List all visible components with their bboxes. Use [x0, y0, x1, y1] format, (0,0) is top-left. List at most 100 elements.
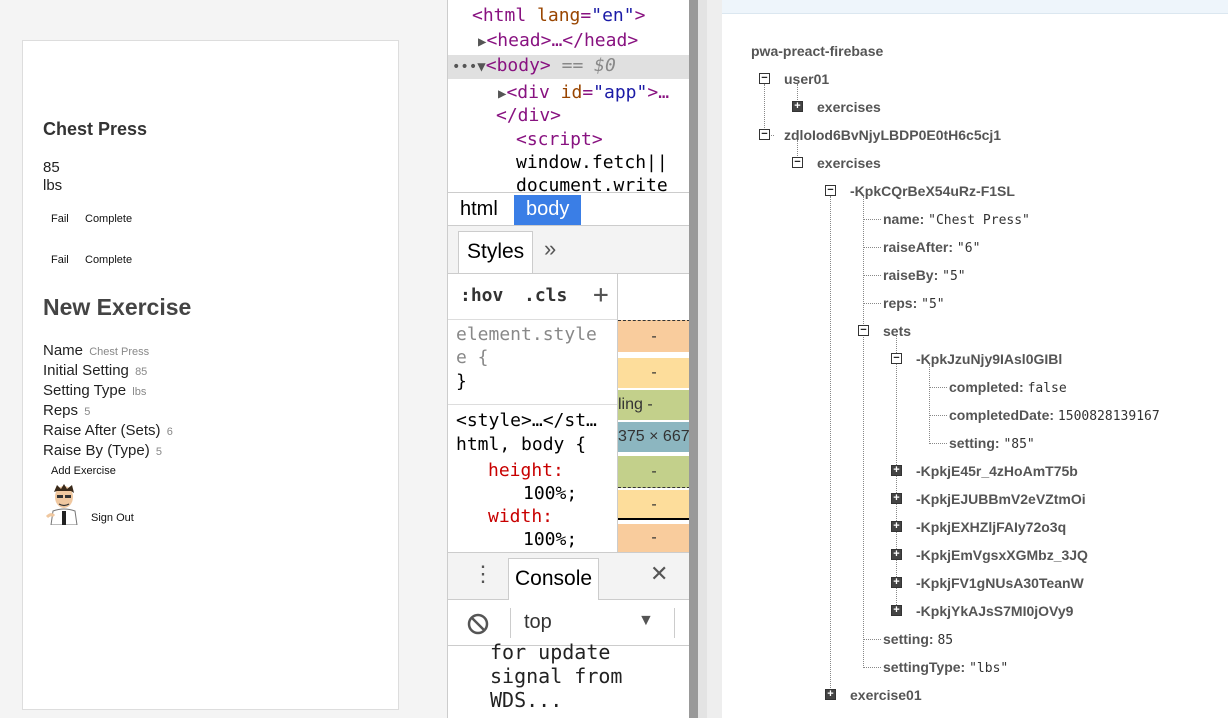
style-source-link[interactable]: <style>…</st… [456, 410, 597, 431]
db-field-setting[interactable]: setting: "85" [949, 434, 1035, 454]
db-node-set[interactable]: -KpkjYkAJsS7MI0jOVy9 [916, 603, 1074, 619]
split-divider[interactable] [689, 0, 722, 718]
val-width[interactable]: 100%; [523, 529, 578, 550]
field-value[interactable]: "Chest Press" [928, 213, 1030, 228]
field-value[interactable]: 5 [84, 406, 91, 418]
expand-icon[interactable]: + [891, 521, 902, 532]
dom-node-head[interactable]: ▶<head>…</head> [478, 29, 638, 54]
db-node-set[interactable]: -KpkjFV1gNUsA30TeanW [916, 575, 1084, 591]
expand-icon[interactable]: + [891, 465, 902, 476]
db-field-completeddate[interactable]: completedDate: 1500828139167 [949, 406, 1160, 426]
db-node-exercise01[interactable]: exercise01 [850, 687, 922, 703]
db-field-setting[interactable]: setting: 85 [883, 630, 953, 650]
db-node-exercises[interactable]: exercises [817, 155, 881, 171]
field-value[interactable]: 85 [937, 633, 954, 648]
field-value[interactable]: "85" [1003, 437, 1035, 452]
db-node-sets[interactable]: sets [883, 323, 912, 339]
expand-icon[interactable]: + [891, 605, 902, 616]
field-name[interactable]: Name Chest Press [43, 341, 149, 362]
db-node-exercises[interactable]: exercises [817, 99, 881, 115]
db-field-completed[interactable]: completed: false [949, 378, 1067, 398]
collapse-icon[interactable]: − [792, 157, 803, 168]
close-icon[interactable]: ✕ [650, 561, 669, 586]
drawer-menu-icon[interactable]: ⋮ [472, 561, 494, 586]
add-exercise-button[interactable]: Add Exercise [51, 465, 116, 477]
field-value[interactable]: lbs [132, 386, 147, 398]
field-value[interactable]: "6" [956, 241, 981, 256]
val-height[interactable]: 100%; [523, 483, 578, 504]
prop-width[interactable]: width: [488, 506, 554, 527]
tab-styles[interactable]: Styles [458, 231, 534, 273]
collapse-icon[interactable]: − [759, 129, 770, 140]
breadcrumb-html[interactable]: html [460, 198, 498, 220]
padding-box: ling - [618, 390, 689, 420]
complete-button[interactable]: Complete [85, 254, 133, 266]
db-node-set[interactable]: -KpkjEJUBBmV2eVZtmOi [916, 491, 1086, 507]
field-value[interactable]: 6 [166, 426, 173, 438]
field-value[interactable]: "lbs" [969, 661, 1009, 676]
db-field-reps[interactable]: reps: "5" [883, 294, 945, 314]
dom-node-body[interactable]: •••▼<body> == $0 [452, 54, 616, 79]
context-select[interactable]: top [524, 611, 552, 633]
field-value[interactable]: 85 [135, 366, 148, 378]
more-dots-icon[interactable]: ••• [452, 59, 478, 75]
collapse-icon[interactable]: − [858, 325, 869, 336]
tab-console[interactable]: Console [508, 558, 600, 600]
breadcrumb-body[interactable]: body [514, 195, 582, 225]
collapse-triangle-icon[interactable]: ▼ [477, 59, 486, 75]
field-value[interactable]: 1500828139167 [1057, 409, 1160, 424]
styles-toolbar: :hov .cls + [448, 274, 617, 320]
expand-triangle-icon[interactable]: ▶ [498, 86, 507, 102]
db-field-raiseby[interactable]: raiseBy: "5" [883, 266, 966, 286]
db-node-user[interactable]: zdloIod6BvNjyLBDP0E0tH6c5cj1 [784, 127, 1002, 143]
db-field-settingtype[interactable]: settingType: "lbs" [883, 658, 1008, 678]
expand-icon[interactable]: + [891, 493, 902, 504]
add-rule-icon[interactable]: + [593, 280, 609, 310]
fail-button[interactable]: Fail [51, 213, 69, 225]
clear-console-icon[interactable] [466, 612, 490, 636]
attr-value: "en" [591, 5, 635, 26]
db-node-set[interactable]: -KpkjEmVgsxXGMbz_3JQ [916, 547, 1088, 563]
collapse-icon[interactable]: − [759, 73, 770, 84]
hov-toggle[interactable]: :hov [460, 285, 504, 306]
more-tabs-icon[interactable]: » [544, 236, 557, 261]
expand-icon[interactable]: + [891, 549, 902, 560]
dom-node-div-app[interactable]: ▶<div id="app">… [498, 82, 670, 103]
expand-icon[interactable]: + [792, 101, 803, 112]
fail-button[interactable]: Fail [51, 254, 69, 266]
db-node-user01[interactable]: user01 [784, 71, 830, 87]
field-value[interactable]: false [1027, 381, 1067, 396]
db-node-set[interactable]: -KpkjE45r_4zHoAmT75b [916, 463, 1078, 479]
field-value[interactable]: "5" [921, 297, 945, 312]
db-field-name[interactable]: name: "Chest Press" [883, 210, 1030, 230]
field-value[interactable]: 5 [155, 446, 162, 458]
field-initial-setting[interactable]: Initial Setting 85 [43, 361, 147, 382]
field-key: setting: [883, 631, 934, 647]
expand-triangle-icon[interactable]: ▶ [478, 34, 487, 50]
complete-button[interactable]: Complete [85, 213, 133, 225]
collapse-icon[interactable]: − [825, 185, 836, 196]
field-raise-after[interactable]: Raise After (Sets) 6 [43, 421, 173, 442]
element-style-selector[interactable]: element.style [456, 324, 597, 345]
field-setting-type[interactable]: Setting Type lbs [43, 381, 146, 402]
dom-node-html[interactable]: <html lang="en"> [472, 5, 646, 26]
dropdown-arrow-icon[interactable]: ▼ [638, 612, 654, 629]
box-model-diagram: - - ling - 375 × 667 - - - [618, 274, 689, 552]
db-root-node[interactable]: pwa-preact-firebase [751, 43, 884, 59]
field-reps[interactable]: Reps 5 [43, 401, 90, 422]
prop-height[interactable]: height: [488, 460, 564, 481]
db-field-raiseafter[interactable]: raiseAfter: "6" [883, 238, 980, 258]
expand-icon[interactable]: + [825, 689, 836, 700]
field-raise-by[interactable]: Raise By (Type) 5 [43, 441, 162, 462]
db-node-exercise-key[interactable]: -KpkCQrBeX54uRz-F1SL [850, 183, 1015, 199]
db-node-set[interactable]: -KpkjEXHZljFAIy72o3q [916, 519, 1067, 535]
sign-out-button[interactable]: Sign Out [91, 512, 134, 524]
dom-node-script[interactable]: <script> [516, 128, 603, 152]
field-value[interactable]: Chest Press [89, 346, 150, 358]
expand-icon[interactable]: + [891, 577, 902, 588]
field-value[interactable]: "5" [942, 269, 966, 284]
cls-toggle[interactable]: .cls [524, 285, 568, 306]
db-node-set[interactable]: -KpkJzuNjy9IAsl0GIBl [916, 351, 1063, 367]
collapse-icon[interactable]: − [891, 353, 902, 364]
